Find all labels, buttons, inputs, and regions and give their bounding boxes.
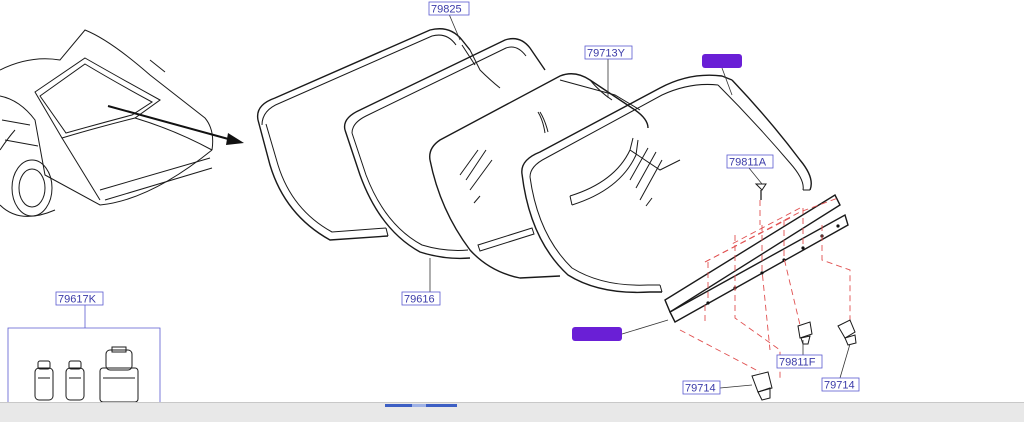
svg-text:79616: 79616 [404,294,435,306]
assembly-guides [679,197,851,378]
part-label-79714-left[interactable]: 79714 [682,380,721,395]
part-label-79713y[interactable]: 79713Y [584,45,633,60]
horizontal-scrollbar[interactable] [0,402,1024,422]
svg-text:79713Y: 79713Y [587,48,626,60]
redacted-label-bottom [572,327,622,341]
kit-79617k [7,305,161,402]
clip-icon [751,183,857,401]
molding-79713y [521,74,812,294]
weatherstrip-79616 [343,37,546,260]
finisher-strip [664,194,849,323]
molding-79825 [256,28,471,241]
part-label-79825[interactable]: 79825 [428,1,470,16]
bottle-icon [34,346,139,402]
part-label-79714-right[interactable]: 79714 [821,377,860,392]
parts-diagram: 79825 79713Y 79616 79617K 79811A 79811F … [0,1,860,402]
scrollbar-grip[interactable] [412,404,426,407]
car-rear-icon [0,29,214,217]
svg-text:79714: 79714 [685,383,716,395]
svg-text:79714: 79714 [824,380,855,392]
pointer-arrow-icon [107,105,244,145]
part-label-79617k[interactable]: 79617K [55,291,104,306]
svg-text:79811A: 79811A [729,157,767,169]
svg-text:79825: 79825 [431,4,462,16]
part-label-79616[interactable]: 79616 [401,291,441,306]
svg-text:79617K: 79617K [58,294,97,306]
back-window-glass [429,73,649,279]
svg-text:79811F: 79811F [779,357,816,369]
leader-lines [429,13,851,389]
part-label-79811f[interactable]: 79811F [776,354,823,369]
part-label-79811a[interactable]: 79811A [726,154,774,169]
redacted-label-top [702,54,742,68]
